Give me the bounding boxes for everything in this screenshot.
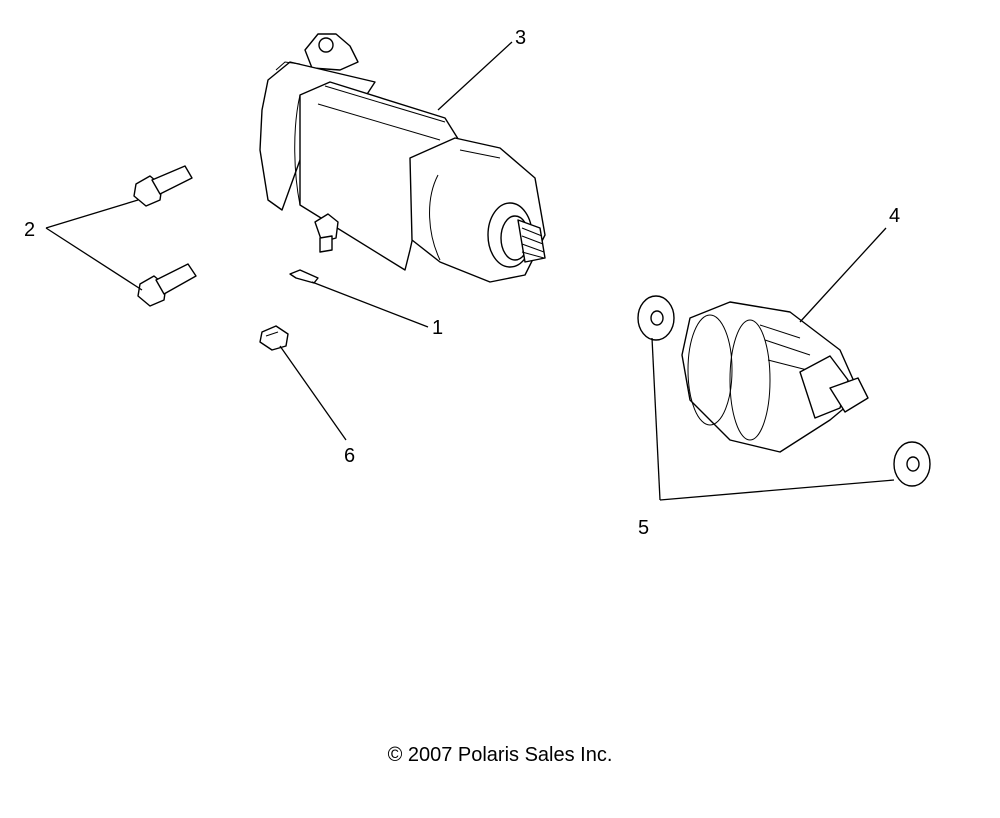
callout-number-6: 6 [344,445,355,467]
hex-nut [259,325,289,351]
callout-number-2: 2 [24,219,35,241]
leader-lines [45,41,895,501]
washer-right [893,441,931,487]
callout-number-1: 1 [432,317,443,339]
bolt-lower [137,263,197,307]
bolt-upper [133,165,193,207]
callout-number-5: 5 [638,517,649,539]
callout-number-4: 4 [889,205,900,227]
pin [289,269,319,284]
callout-number-3: 3 [515,27,526,49]
starter-drive [681,301,869,453]
copyright-notice: © 2007 Polaris Sales Inc. [387,744,613,766]
washer-left [637,295,675,341]
starter-motor [259,33,546,283]
